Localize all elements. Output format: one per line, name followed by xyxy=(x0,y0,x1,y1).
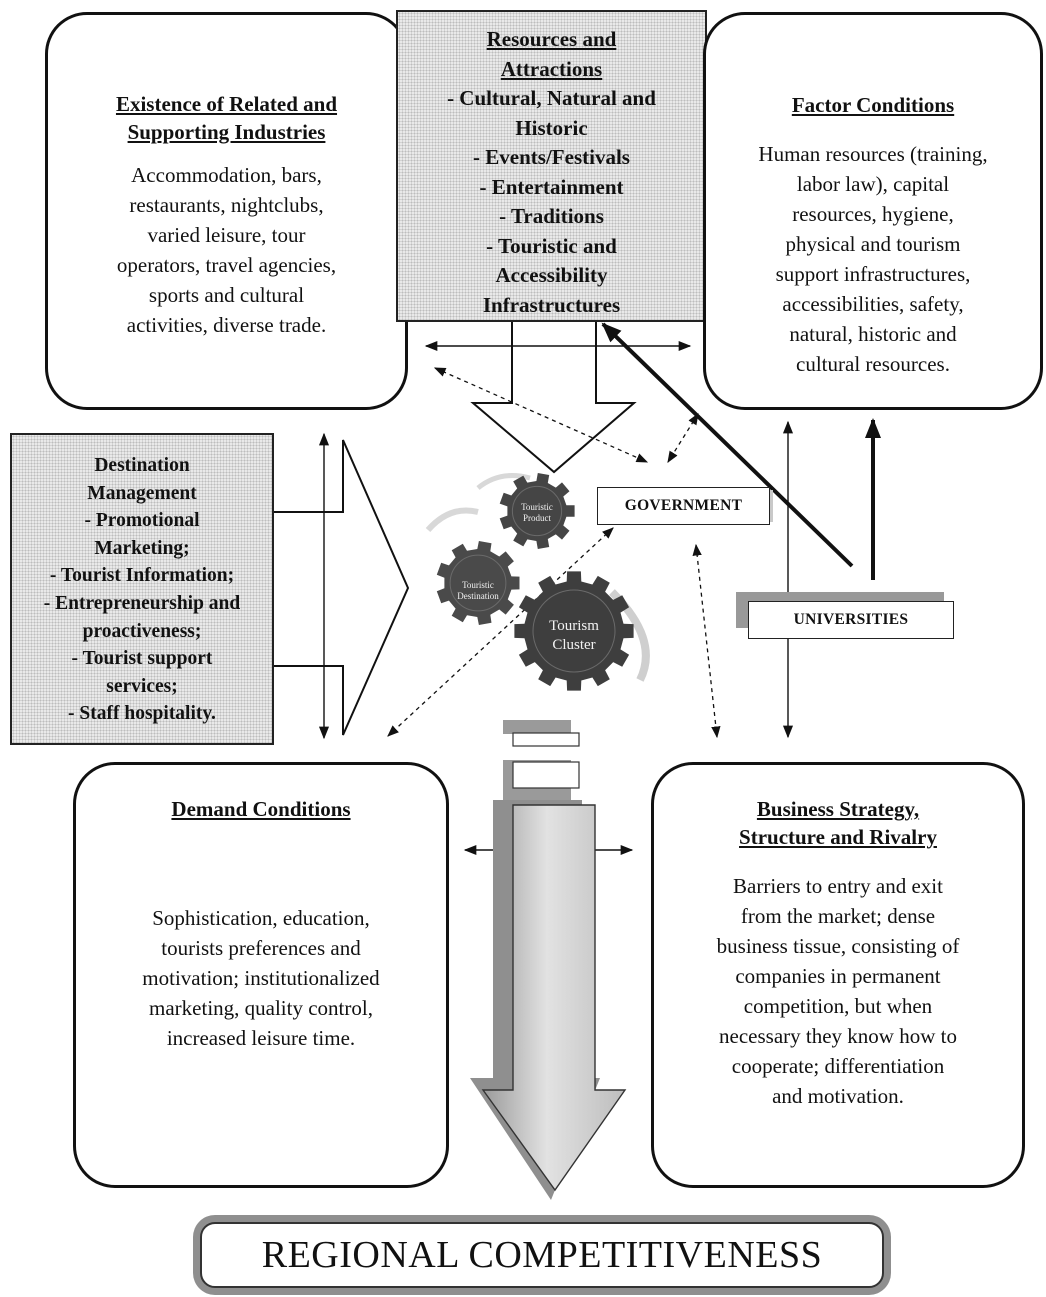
gear-swoosh-1 xyxy=(425,507,479,533)
dashed-related-government xyxy=(433,367,649,463)
business-strategy-line: and motivation. xyxy=(772,1084,904,1108)
gear-label-product: Touristic Product xyxy=(507,502,567,524)
gear-label-destination: Touristic Destination xyxy=(446,580,510,602)
related-industries-line: Accommodation, bars, xyxy=(131,163,322,187)
destination-management-box: Destination Management - Promotional Mar… xyxy=(10,433,274,745)
gear-label-product-1: Touristic xyxy=(521,502,553,512)
gear-label-destination-2: Destination xyxy=(457,591,499,601)
resources-attractions-box: Resources and Attractions - Cultural, Na… xyxy=(396,10,707,322)
universities-tag: UNIVERSITIES xyxy=(748,601,954,639)
destination-management-line: - Tourist Information; xyxy=(49,565,235,587)
related-industries-line: restaurants, nightclubs, xyxy=(129,193,324,217)
demand-conditions-line: motivation; institutionalized xyxy=(142,966,380,990)
gear-label-product-2: Product xyxy=(523,513,551,523)
related-industries-line: varied leisure, tour xyxy=(147,223,306,247)
dashed-government-demand xyxy=(387,527,614,737)
gear-hub xyxy=(532,589,616,673)
destination-management-line: - Tourist support xyxy=(71,648,213,670)
destination-management-line: services; xyxy=(106,675,178,697)
government-label: GOVERNMENT xyxy=(624,497,743,514)
central-down-arrow xyxy=(470,720,627,1200)
government-tag: GOVERNMENT xyxy=(597,487,770,525)
regional-competitiveness-label: REGIONAL COMPETITIVENESS xyxy=(261,1234,823,1276)
demand-conditions-line: Sophistication, education, xyxy=(152,906,370,930)
demand-conditions-line: marketing, quality control, xyxy=(149,996,373,1020)
resources-item: - Events/Festivals xyxy=(473,145,630,169)
gear-icon-small xyxy=(499,473,575,549)
business-strategy-line: Barriers to entry and exit xyxy=(733,874,943,898)
factor-conditions-line: physical and tourism xyxy=(785,232,961,256)
related-industries-box: Existence of Related and Supporting Indu… xyxy=(45,12,408,410)
resources-item: Infrastructures xyxy=(482,292,621,317)
destination-management-line: Marketing; xyxy=(94,537,190,559)
related-industries-line: activities, diverse trade. xyxy=(126,313,327,337)
regional-competitiveness-banner: REGIONAL COMPETITIVENESS xyxy=(193,1215,891,1295)
gear-group xyxy=(425,473,650,691)
factor-conditions-line: natural, historic and xyxy=(789,322,957,346)
related-industries-line: sports and cultural xyxy=(148,283,305,307)
business-strategy-box: Business Strategy, Structure and Rivalry… xyxy=(651,762,1025,1188)
demand-conditions-line: tourists preferences and xyxy=(161,936,361,960)
factor-conditions-line: Human resources (training, xyxy=(758,142,988,166)
factor-conditions-box: Factor Conditions Human resources (train… xyxy=(703,12,1043,410)
gear-swoosh-2 xyxy=(476,473,531,490)
destination-management-line: Management xyxy=(87,482,197,504)
business-strategy-title-2: Structure and Rivalry xyxy=(739,825,937,849)
destination-management-line: - Entrepreneurship and xyxy=(43,592,241,614)
business-strategy-line: companies in permanent xyxy=(735,964,941,988)
destination-management-line: - Promotional xyxy=(84,510,200,532)
dashed-government-business xyxy=(692,543,721,739)
factor-conditions-line: cultural resources. xyxy=(796,352,950,376)
resources-item: Historic xyxy=(515,115,588,140)
factor-conditions-line: labor law), capital xyxy=(796,172,950,196)
demand-conditions-box: Demand Conditions Sophistication, educat… xyxy=(73,762,449,1188)
related-industries-title-1: Existence of Related and xyxy=(115,92,338,116)
related-industries-title-2: Supporting Industries xyxy=(127,120,326,144)
resources-item: - Cultural, Natural and xyxy=(447,86,656,110)
business-strategy-line: competition, but when xyxy=(743,994,933,1018)
universities-to-resources-arrow xyxy=(601,322,854,568)
resources-item: - Entertainment xyxy=(479,174,624,199)
gear-icon-large xyxy=(514,571,634,691)
business-strategy-line: from the market; dense xyxy=(740,904,936,928)
demand-conditions-title: Demand Conditions xyxy=(171,797,351,821)
factor-conditions-line: accessibilities, safety, xyxy=(782,292,964,316)
universities-label: UNIVERSITIES xyxy=(793,611,909,628)
destination-management-line: proactiveness; xyxy=(82,620,202,642)
gear-label-destination-1: Touristic xyxy=(462,580,494,590)
business-strategy-title-1: Business Strategy, xyxy=(756,797,920,821)
gear-hub xyxy=(449,554,507,612)
resources-item: - Traditions xyxy=(499,204,604,228)
related-industries-line: operators, travel agencies, xyxy=(116,253,337,277)
resources-item: Accessibility xyxy=(495,263,608,287)
factor-conditions-line: support infrastructures, xyxy=(775,262,971,286)
business-strategy-line: necessary they know how to xyxy=(719,1024,957,1048)
gear-label-cluster: Tourism Cluster xyxy=(534,617,614,655)
gear-hub xyxy=(511,485,563,537)
dashed-factor-government xyxy=(667,413,699,463)
resources-block-arrow xyxy=(470,319,637,474)
resources-title-1: Resources and xyxy=(486,27,617,51)
destination-management-line: Destination xyxy=(94,455,190,476)
gear-label-cluster-1: Tourism xyxy=(549,618,599,634)
destination-management-line: - Staff hospitality. xyxy=(68,703,216,725)
resources-title-2: Attractions xyxy=(500,57,603,81)
business-strategy-line: cooperate; differentiation xyxy=(731,1054,945,1078)
factor-conditions-line: resources, hygiene, xyxy=(792,202,954,226)
demand-conditions-line: increased leisure time. xyxy=(166,1026,356,1050)
gear-label-cluster-2: Cluster xyxy=(552,637,596,653)
resources-item: - Touristic and xyxy=(486,233,617,258)
gear-icon-medium xyxy=(436,541,520,625)
regional-competitiveness-inner: REGIONAL COMPETITIVENESS xyxy=(200,1222,884,1288)
business-strategy-line: business tissue, consisting of xyxy=(716,934,960,958)
management-block-arrow xyxy=(272,439,410,736)
factor-conditions-title: Factor Conditions xyxy=(791,93,955,117)
